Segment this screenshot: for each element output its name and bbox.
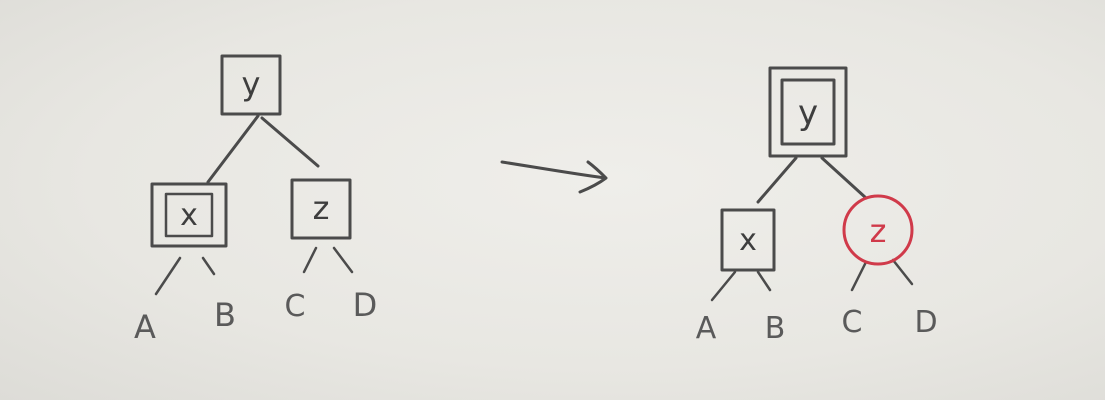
leaf-d-after: D — [914, 305, 937, 340]
node-z-before: z — [290, 178, 352, 240]
node-label: y — [242, 65, 261, 103]
node-circle — [842, 194, 914, 266]
leaf-c-after: C — [842, 305, 863, 340]
leaf-d-before: D — [353, 286, 378, 324]
node-box — [720, 208, 776, 272]
node-box-inner — [164, 192, 214, 238]
node-label: z — [870, 212, 887, 250]
edge-y-x-after — [756, 156, 798, 204]
edge-z-d-after — [891, 258, 914, 286]
edge-y-z-after — [820, 156, 868, 200]
node-box-outer — [768, 66, 848, 158]
node-box-inner — [780, 78, 836, 146]
node-z-after: z — [842, 194, 914, 266]
node-y-after: y — [768, 66, 848, 158]
leaf-b-after: B — [765, 311, 786, 346]
edge-z-c-after — [850, 260, 868, 292]
node-label: y — [798, 93, 818, 133]
leaf-a-after: A — [696, 311, 717, 346]
edge-x-a-after — [710, 270, 737, 302]
leaf-a-before: A — [134, 308, 156, 346]
node-label: z — [313, 189, 330, 227]
edge-x-b-before — [201, 256, 216, 276]
edge-x-a-before — [154, 256, 182, 296]
leaf-c-before: C — [285, 289, 306, 324]
node-label: x — [180, 198, 198, 233]
tree-before: y x z A B C D — [134, 54, 378, 346]
node-box — [220, 54, 282, 116]
node-x-before: x — [150, 182, 228, 248]
edge-z-c-before — [302, 246, 318, 274]
edge-y-x-before — [206, 114, 260, 184]
leaf-b-before: B — [214, 296, 236, 334]
node-y-before: y — [220, 54, 282, 116]
node-box-outer — [150, 182, 228, 248]
edge-x-b-after — [756, 270, 772, 292]
node-label: x — [739, 223, 757, 258]
node-box — [290, 178, 352, 240]
edge-z-d-before — [332, 246, 354, 274]
edge-y-z-before — [260, 116, 320, 168]
right-arrow-icon — [500, 160, 608, 194]
tree-after: y x z A B C D — [696, 66, 938, 346]
node-x-after: x — [720, 208, 776, 272]
